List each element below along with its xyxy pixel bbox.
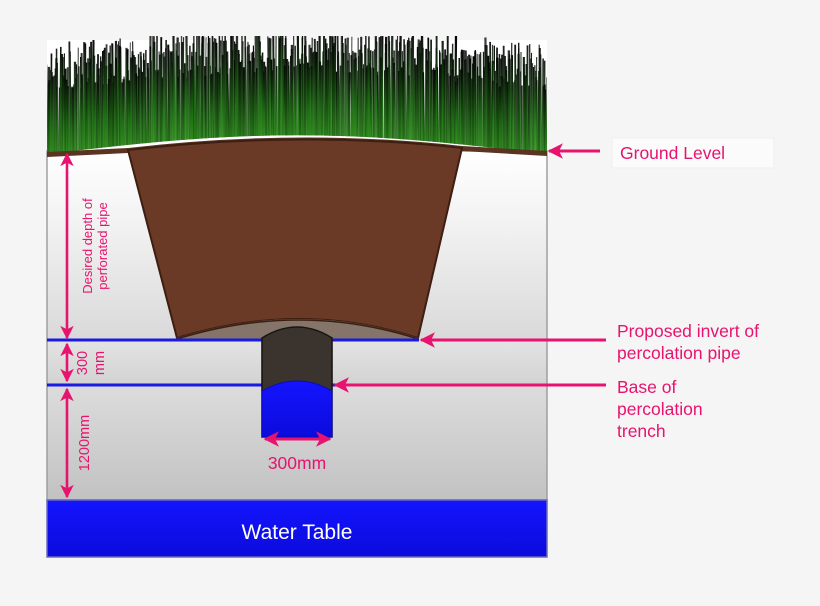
ground-level-label: Ground Level <box>620 143 725 163</box>
desired-depth-label-line1: Desired depth of <box>80 198 95 294</box>
trench-width-label: 300mm <box>268 453 326 473</box>
dimension-1200mm-vertical: 1200mm <box>60 387 93 499</box>
water-table-label: Water Table <box>242 521 353 544</box>
grass-layer <box>47 36 547 154</box>
pipe-water <box>261 380 333 438</box>
base-of-trench-label-line3: trench <box>617 421 666 441</box>
depth-300mm-label-line1: 300 <box>75 351 91 375</box>
water-table-band: Water Table <box>46 499 548 558</box>
ground-level-label-box <box>611 137 775 169</box>
desired-depth-label-line2: perforated pipe <box>95 202 110 289</box>
trench-soil-fill <box>126 138 464 340</box>
percolation-pipe <box>261 326 333 438</box>
depth-1200mm-label: 1200mm <box>77 415 93 471</box>
base-of-trench-label-line1: Base of <box>617 377 676 397</box>
depth-300mm-label-line2: mm <box>92 351 108 375</box>
base-of-trench-label-line2: percolation <box>617 399 703 419</box>
proposed-invert-label-line1: Proposed invert of <box>617 321 759 341</box>
dimension-desired-depth: Desired depth of perforated pipe <box>60 152 110 340</box>
callout-base-of-trench: Base of percolation trench <box>333 377 703 441</box>
callout-ground-level: Ground Level <box>547 137 775 169</box>
callout-proposed-invert: Proposed invert of percolation pipe <box>419 321 759 363</box>
proposed-invert-label-line2: percolation pipe <box>617 343 741 363</box>
dimension-trench-width: 300mm <box>263 431 332 473</box>
ground-surface <box>47 137 547 157</box>
percolation-trench <box>126 138 464 340</box>
dimension-300mm-vertical: 300 mm <box>60 342 108 383</box>
